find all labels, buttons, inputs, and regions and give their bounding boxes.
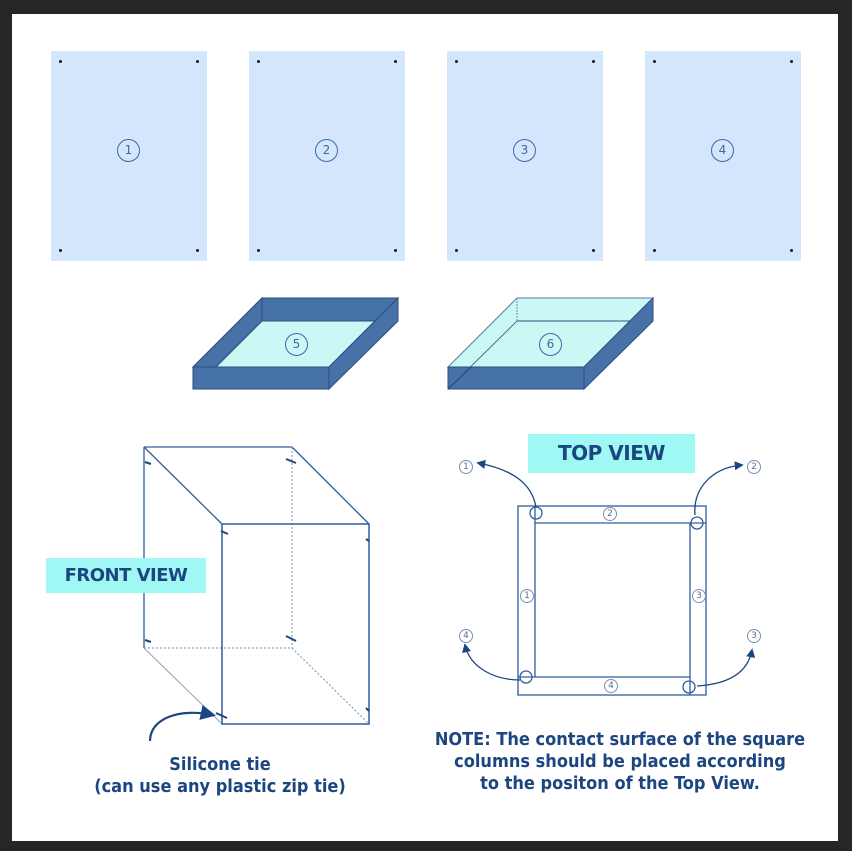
- hole-dot: [59, 249, 62, 252]
- tray-6-number: 6: [539, 333, 562, 356]
- note-line-3: to the positon of the Top View.: [480, 773, 760, 794]
- panel-4: 4: [645, 51, 801, 261]
- hole-dot: [394, 60, 397, 63]
- hole-dot: [455, 60, 458, 63]
- hole-dot: [59, 60, 62, 63]
- hole-dot: [257, 249, 260, 252]
- tray-6: [446, 296, 655, 391]
- silicone-tie-caption: Silicone tie (can use any plastic zip ti…: [60, 754, 380, 798]
- panel-1: 1: [51, 51, 207, 261]
- note-text: NOTE: The contact surface of the square …: [410, 729, 830, 795]
- corner-label-2: 2: [747, 460, 761, 474]
- hole-dot: [257, 60, 260, 63]
- panel-number: 1: [117, 139, 140, 162]
- side-label-2: 2: [603, 507, 617, 521]
- caption-line-2: (can use any plastic zip tie): [94, 776, 346, 797]
- panel-number: 3: [513, 139, 536, 162]
- hole-dot: [653, 249, 656, 252]
- hole-dot: [455, 249, 458, 252]
- side-label-1: 1: [520, 589, 534, 603]
- top-view-diagram: [462, 459, 756, 696]
- hole-dot: [592, 249, 595, 252]
- hole-dot: [394, 249, 397, 252]
- front-view-label: FRONT VIEW: [46, 558, 206, 593]
- note-line-1: NOTE: The contact surface of the square: [434, 729, 806, 750]
- corner-label-3: 3: [747, 629, 761, 643]
- panel-3: 3: [447, 51, 603, 261]
- corner-label-4: 4: [459, 629, 473, 643]
- note-line-2: columns should be placed according: [454, 751, 786, 772]
- hole-dot: [790, 249, 793, 252]
- hole-dot: [790, 60, 793, 63]
- side-label-3: 3: [692, 589, 706, 603]
- diagram-canvas: 1 2 3 4: [12, 14, 838, 841]
- tray-5-number: 5: [285, 333, 308, 356]
- panel-2: 2: [249, 51, 405, 261]
- tray-5: [191, 296, 400, 391]
- hole-dot: [196, 249, 199, 252]
- panel-number: 4: [711, 139, 734, 162]
- corner-label-1: 1: [459, 460, 473, 474]
- panel-number: 2: [315, 139, 338, 162]
- front-view-box: [143, 446, 370, 742]
- side-label-4: 4: [604, 679, 618, 693]
- hole-dot: [653, 60, 656, 63]
- hole-dot: [196, 60, 199, 63]
- drawing-layer: [143, 296, 756, 742]
- hole-dot: [592, 60, 595, 63]
- top-view-label: TOP VIEW: [528, 434, 695, 473]
- caption-line-1: Silicone tie: [169, 754, 271, 775]
